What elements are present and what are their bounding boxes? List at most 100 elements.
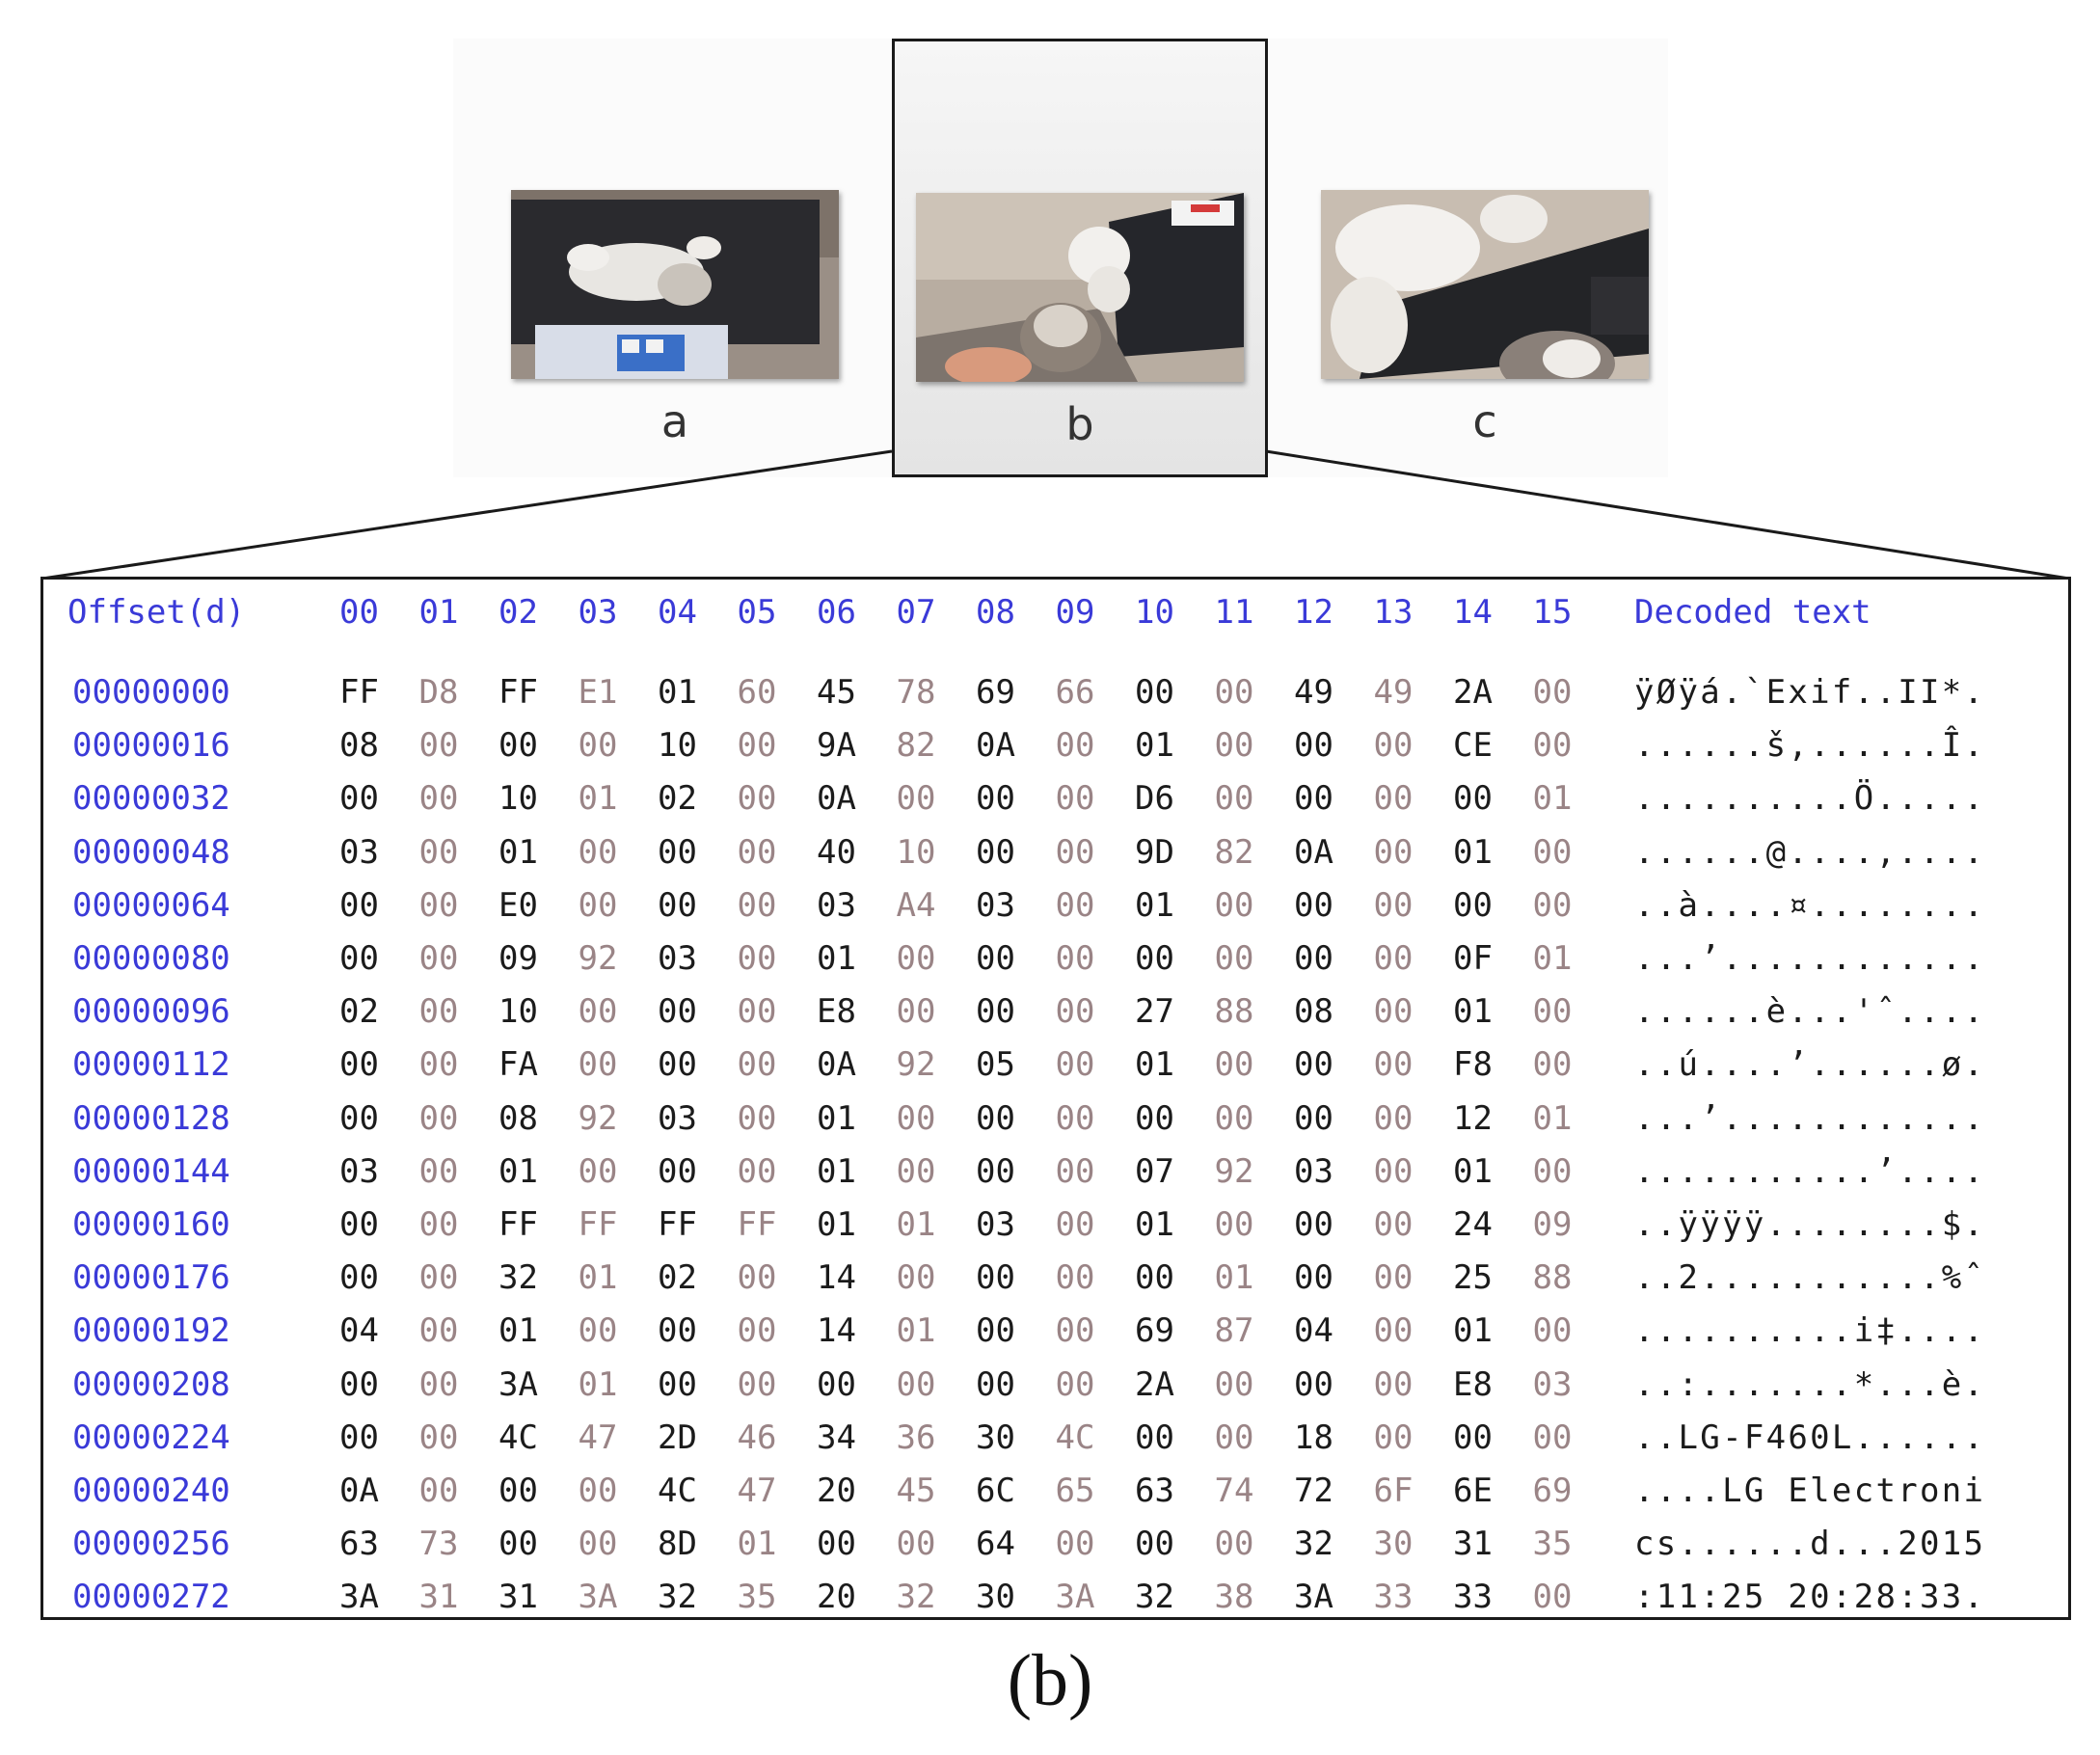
hex-byte[interactable]: 00 bbox=[339, 779, 379, 819]
hex-byte[interactable]: 01 bbox=[498, 1151, 538, 1191]
hex-byte[interactable]: 82 bbox=[1214, 832, 1254, 872]
row-offset[interactable]: 00000272 bbox=[72, 1578, 230, 1617]
hex-byte[interactable]: 33 bbox=[1373, 1578, 1413, 1617]
hex-byte[interactable]: 20 bbox=[817, 1472, 856, 1510]
decoded-text[interactable]: ...’............ bbox=[1634, 939, 1986, 978]
hex-byte[interactable]: 00 bbox=[658, 885, 697, 925]
hex-byte[interactable]: 00 bbox=[1373, 1151, 1413, 1191]
hex-byte[interactable]: E8 bbox=[1453, 1364, 1493, 1404]
hex-byte[interactable]: F8 bbox=[1453, 1045, 1493, 1085]
hex-byte[interactable]: 00 bbox=[1532, 726, 1573, 766]
hex-byte[interactable]: 32 bbox=[1294, 1525, 1333, 1564]
decoded-text[interactable]: ..ÿÿÿÿ........$. bbox=[1634, 1205, 1986, 1244]
hex-byte[interactable]: 00 bbox=[1532, 1311, 1573, 1351]
hex-byte[interactable]: 00 bbox=[817, 1525, 856, 1564]
hex-byte[interactable]: 00 bbox=[976, 1098, 1015, 1138]
hex-byte[interactable]: 88 bbox=[1214, 992, 1254, 1032]
hex-byte[interactable]: 31 bbox=[1453, 1525, 1493, 1564]
hex-byte[interactable]: 69 bbox=[1532, 1472, 1573, 1510]
hex-byte[interactable]: 00 bbox=[976, 1364, 1015, 1404]
hex-byte[interactable]: 00 bbox=[1373, 832, 1413, 872]
row-offset[interactable]: 00000192 bbox=[72, 1311, 230, 1351]
decoded-text[interactable]: ..LG-F460L...... bbox=[1634, 1418, 1986, 1457]
hex-byte[interactable]: 34 bbox=[817, 1418, 856, 1457]
hex-byte[interactable]: CE bbox=[1453, 726, 1493, 766]
row-offset[interactable]: 00000016 bbox=[72, 726, 230, 766]
hex-byte[interactable]: 01 bbox=[1532, 939, 1573, 978]
hex-byte[interactable]: 0A bbox=[817, 1045, 856, 1085]
hex-byte[interactable]: 32 bbox=[1135, 1578, 1174, 1617]
hex-byte[interactable]: 00 bbox=[1055, 1151, 1095, 1191]
hex-byte[interactable]: 63 bbox=[339, 1525, 379, 1564]
hex-byte[interactable]: 00 bbox=[498, 726, 538, 766]
hex-byte[interactable]: 08 bbox=[498, 1098, 538, 1138]
hex-byte[interactable]: 02 bbox=[658, 1258, 697, 1298]
hex-byte[interactable]: 00 bbox=[1532, 673, 1573, 712]
hex-byte[interactable]: 00 bbox=[896, 1525, 936, 1564]
hex-byte[interactable]: 00 bbox=[737, 939, 777, 978]
hex-byte[interactable]: E0 bbox=[498, 885, 538, 925]
hex-byte[interactable]: 03 bbox=[1532, 1364, 1573, 1404]
hex-byte[interactable]: 00 bbox=[1294, 1258, 1333, 1298]
hex-byte[interactable]: 00 bbox=[418, 1311, 459, 1351]
hex-byte[interactable]: 66 bbox=[1055, 673, 1095, 712]
row-offset[interactable]: 00000240 bbox=[72, 1472, 230, 1510]
hex-byte[interactable]: 3A bbox=[1055, 1578, 1095, 1617]
decoded-text[interactable]: ..2...........%ˆ bbox=[1634, 1258, 1986, 1298]
hex-byte[interactable]: 00 bbox=[1532, 1418, 1573, 1457]
hex-byte[interactable]: 01 bbox=[817, 1205, 856, 1244]
hex-byte[interactable]: 00 bbox=[658, 832, 697, 872]
hex-byte[interactable]: 01 bbox=[1135, 726, 1174, 766]
hex-byte[interactable]: FA bbox=[498, 1045, 538, 1085]
hex-byte[interactable]: 82 bbox=[896, 726, 936, 766]
hex-byte[interactable]: 00 bbox=[339, 1098, 379, 1138]
hex-byte[interactable]: 00 bbox=[1373, 885, 1413, 925]
hex-byte[interactable]: 74 bbox=[1214, 1472, 1254, 1510]
hex-byte[interactable]: 00 bbox=[418, 885, 459, 925]
hex-byte[interactable]: 87 bbox=[1214, 1311, 1254, 1351]
hex-byte[interactable]: 02 bbox=[658, 779, 697, 819]
hex-byte[interactable]: 00 bbox=[1373, 779, 1413, 819]
hex-byte[interactable]: 00 bbox=[1055, 885, 1095, 925]
hex-byte[interactable]: 03 bbox=[976, 885, 1015, 925]
hex-byte[interactable]: 00 bbox=[1055, 1525, 1095, 1564]
hex-byte[interactable]: 00 bbox=[418, 779, 459, 819]
hex-byte[interactable]: 00 bbox=[339, 1045, 379, 1085]
hex-byte[interactable]: 00 bbox=[896, 939, 936, 978]
hex-byte[interactable]: 2D bbox=[658, 1418, 697, 1457]
hex-byte[interactable]: 00 bbox=[418, 1364, 459, 1404]
hex-byte[interactable]: 00 bbox=[737, 1045, 777, 1085]
hex-byte[interactable]: 92 bbox=[578, 939, 618, 978]
hex-byte[interactable]: 92 bbox=[896, 1045, 936, 1085]
hex-byte[interactable]: 00 bbox=[578, 1045, 618, 1085]
hex-byte[interactable]: 49 bbox=[1373, 673, 1413, 712]
hex-byte[interactable]: 00 bbox=[1055, 779, 1095, 819]
hex-byte[interactable]: 01 bbox=[1135, 1045, 1174, 1085]
hex-byte[interactable]: 00 bbox=[1294, 1364, 1333, 1404]
hex-byte[interactable]: 00 bbox=[498, 1525, 538, 1564]
hex-byte[interactable]: 00 bbox=[737, 1311, 777, 1351]
hex-byte[interactable]: 00 bbox=[418, 1098, 459, 1138]
hex-byte[interactable]: 00 bbox=[1135, 1258, 1174, 1298]
hex-byte[interactable]: 00 bbox=[976, 1311, 1015, 1351]
hex-byte[interactable]: 00 bbox=[658, 992, 697, 1032]
row-offset[interactable]: 00000224 bbox=[72, 1418, 230, 1457]
hex-byte[interactable]: D8 bbox=[418, 673, 459, 712]
hex-byte[interactable]: 01 bbox=[498, 832, 538, 872]
hex-byte[interactable]: 00 bbox=[1532, 832, 1573, 872]
hex-byte[interactable]: 00 bbox=[737, 726, 777, 766]
hex-byte[interactable]: 30 bbox=[976, 1418, 1015, 1457]
thumbnail-item-a[interactable]: a bbox=[487, 39, 863, 477]
hex-byte[interactable]: 00 bbox=[1214, 885, 1254, 925]
hex-byte[interactable]: FF bbox=[737, 1205, 777, 1244]
hex-byte[interactable]: 27 bbox=[1135, 992, 1174, 1032]
decoded-text[interactable]: ...’............ bbox=[1634, 1098, 1986, 1138]
hex-byte[interactable]: 72 bbox=[1294, 1472, 1333, 1510]
hex-byte[interactable]: 00 bbox=[1453, 885, 1493, 925]
thumbnail-image-a[interactable] bbox=[511, 190, 839, 379]
hex-byte[interactable]: 00 bbox=[737, 1364, 777, 1404]
hex-byte[interactable]: D6 bbox=[1135, 779, 1174, 819]
row-offset[interactable]: 00000064 bbox=[72, 885, 230, 925]
hex-byte[interactable]: 08 bbox=[1294, 992, 1333, 1032]
hex-byte[interactable]: 01 bbox=[817, 1151, 856, 1191]
